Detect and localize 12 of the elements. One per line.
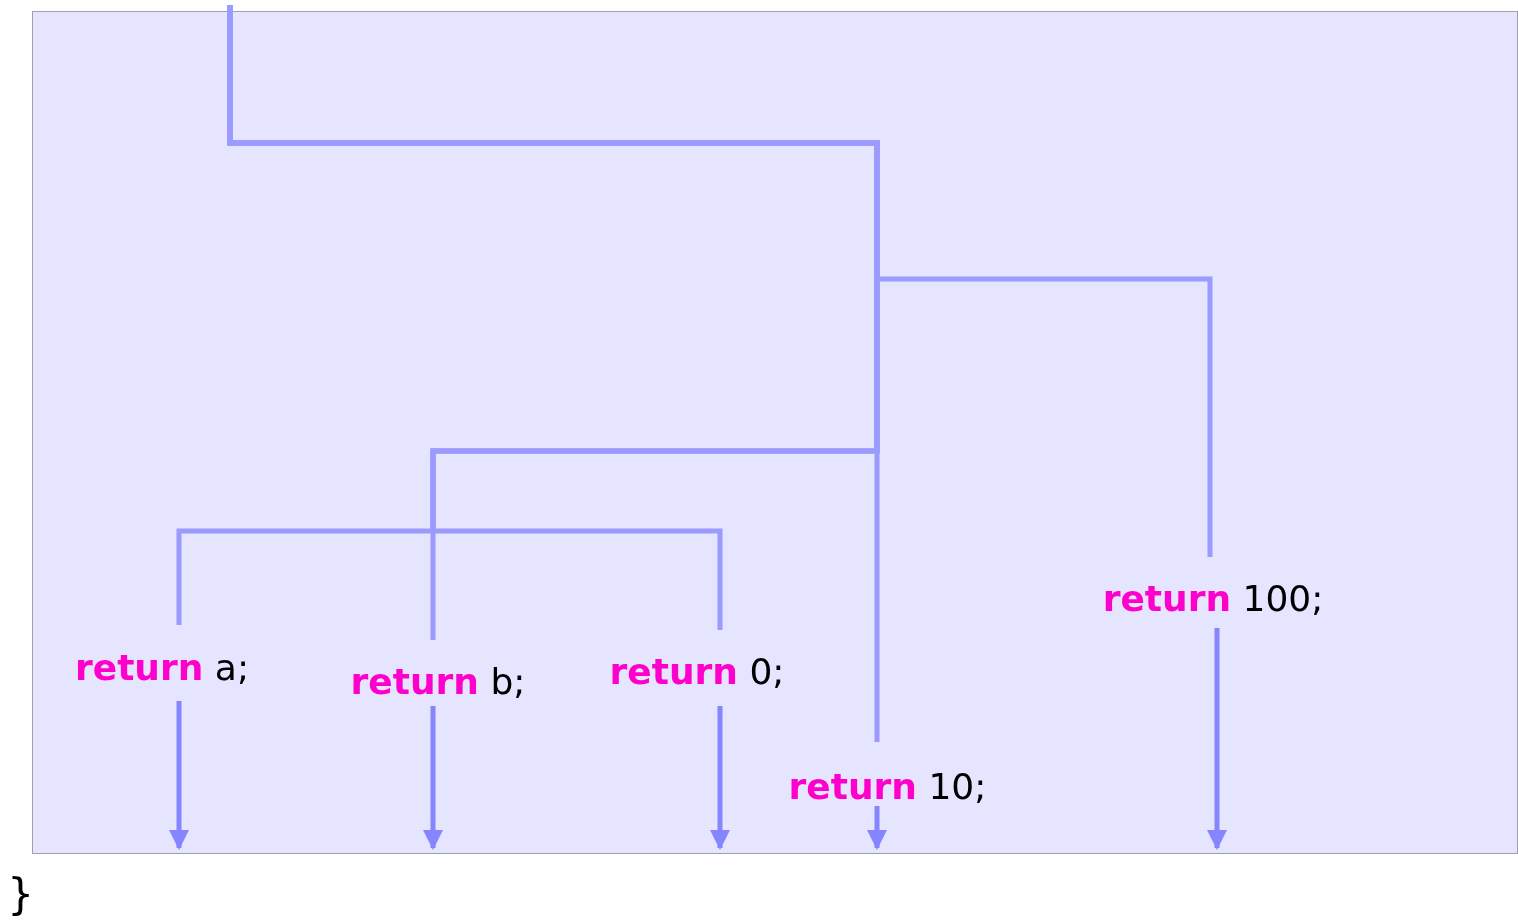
code-statement: return 0; <box>609 652 785 692</box>
arrow <box>169 701 189 850</box>
arrow <box>867 806 887 850</box>
code-statement: return a; <box>75 648 249 688</box>
arrow <box>423 706 443 850</box>
panel-background <box>32 11 1518 854</box>
code-statement: return 10; <box>788 767 987 807</box>
arrow <box>710 706 730 850</box>
code-statement: return 100; <box>1102 579 1324 619</box>
arrow <box>1207 628 1227 850</box>
code-statement: return b; <box>350 662 526 702</box>
closing-brace: } <box>8 872 34 918</box>
